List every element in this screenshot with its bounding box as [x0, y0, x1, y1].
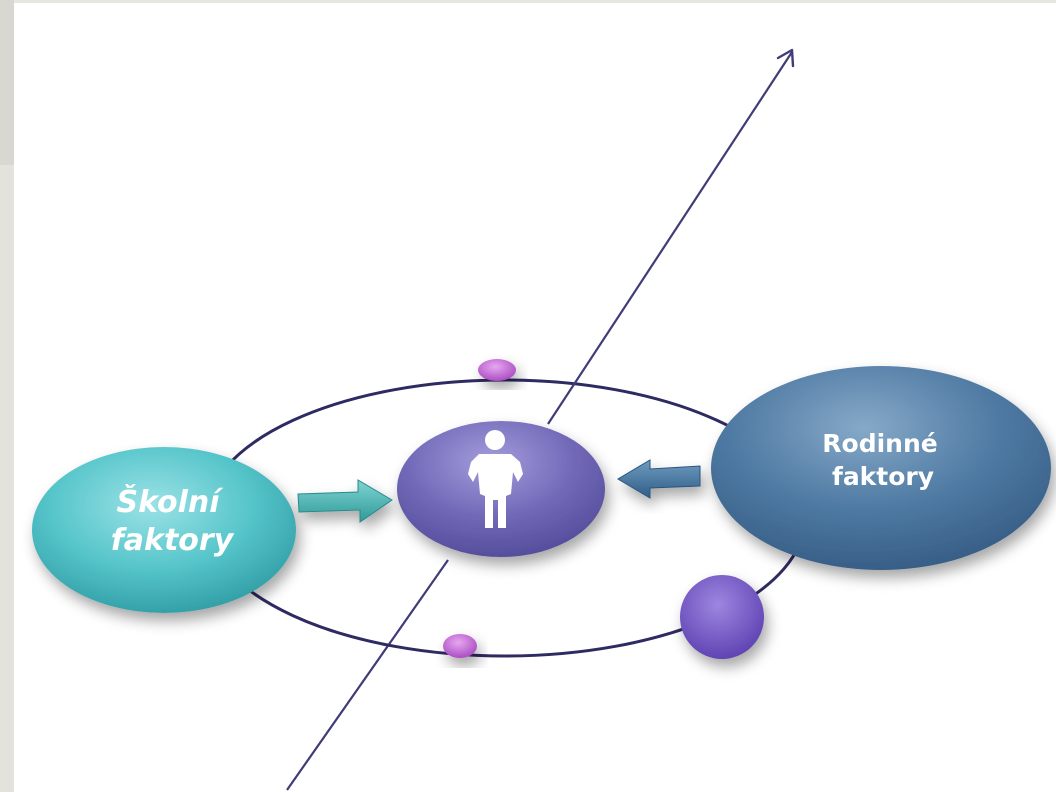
- orbit-dot-bottom: [443, 634, 477, 658]
- person-icon: [468, 430, 523, 528]
- family-factors-node: [711, 366, 1051, 570]
- slide-edge-top: [0, 0, 14, 165]
- arrow-school-to-center-icon: [297, 479, 393, 523]
- axis-arrowhead-icon: [776, 48, 795, 68]
- orbit-dot-top: [478, 359, 516, 381]
- slide-top-band: [14, 0, 1056, 3]
- slide-edge-bottom: [0, 165, 14, 792]
- orbit-dot-large: [680, 575, 764, 659]
- family-factors-label-line2: faktory: [832, 462, 934, 491]
- school-factors-label-line1: Školní: [116, 483, 224, 520]
- arrow-family-to-center-icon: [617, 459, 701, 499]
- family-factors-label-line1: Rodinné: [822, 429, 937, 458]
- axis-line-lower: [286, 559, 449, 791]
- axis-line-upper: [547, 51, 793, 425]
- school-factors-label-line2: faktory: [111, 523, 235, 558]
- school-factors-node: [32, 447, 296, 613]
